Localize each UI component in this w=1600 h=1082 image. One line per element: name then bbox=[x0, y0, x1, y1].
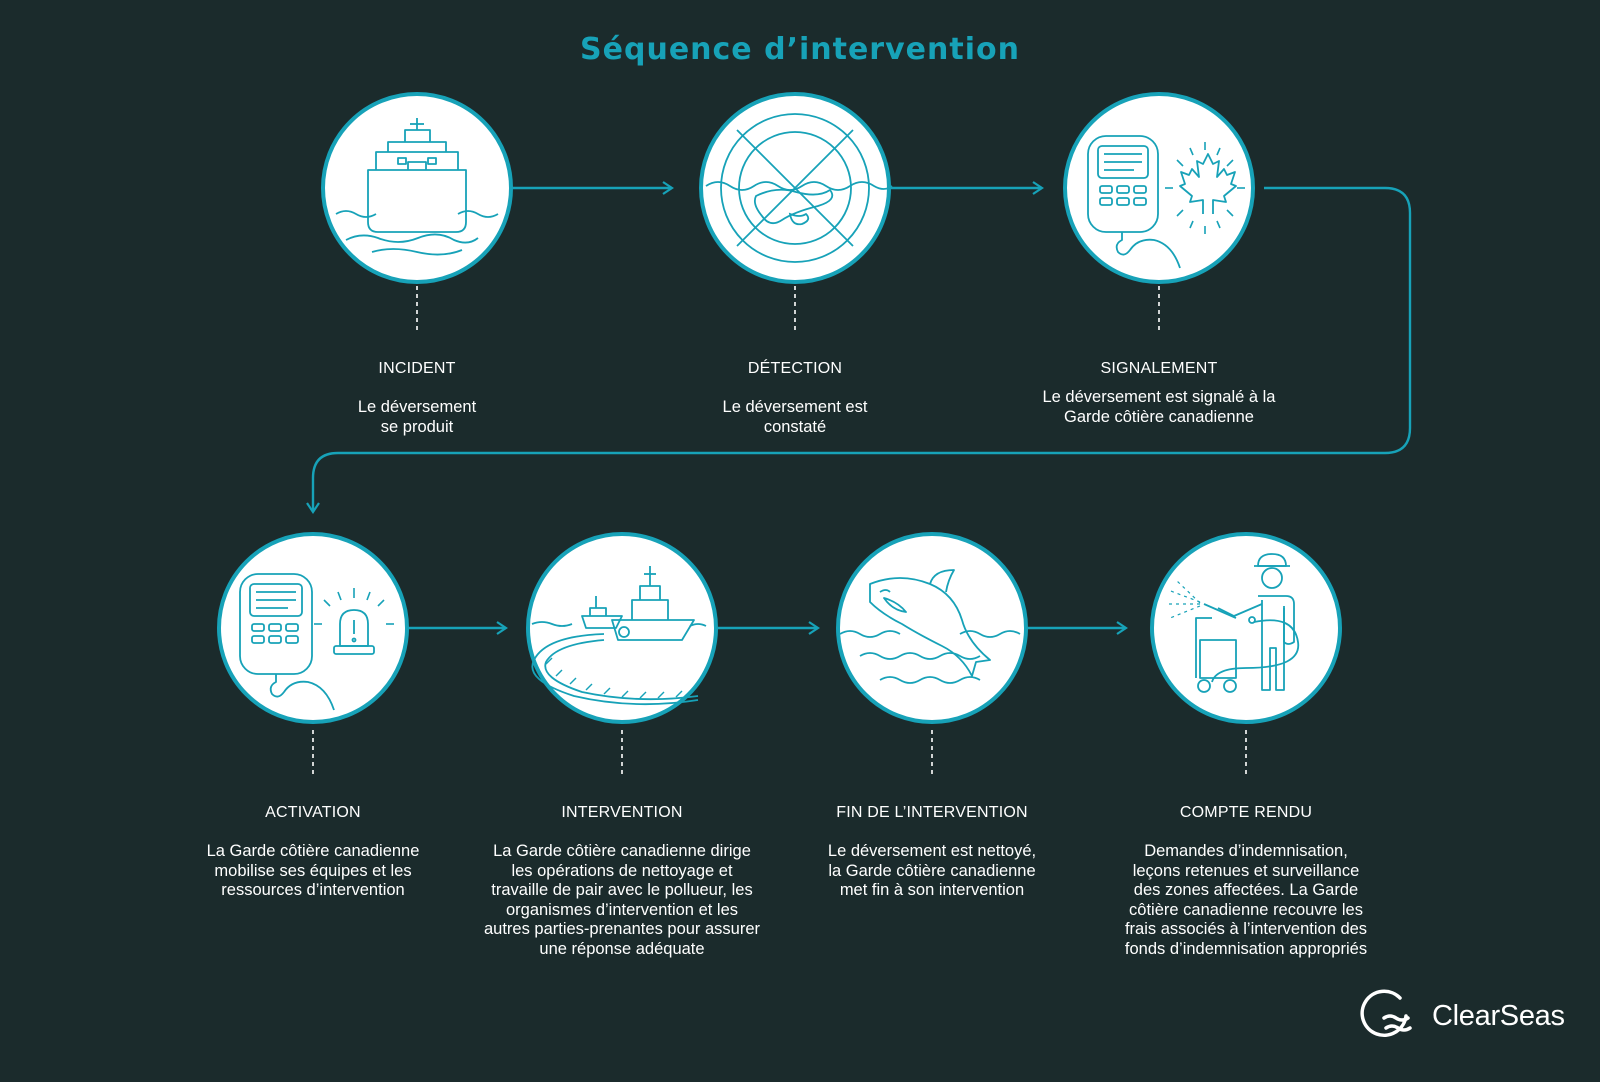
orca-jumping-icon bbox=[836, 532, 1028, 724]
step-description: Le déversement est constaté bbox=[722, 398, 868, 436]
brand-logo[interactable]: ClearSeas bbox=[1372, 992, 1572, 1048]
clearseas-logo-icon bbox=[1360, 989, 1412, 1037]
step-label: INCIDENT bbox=[378, 360, 456, 377]
step-description: Le déversement se produit bbox=[357, 398, 477, 436]
step-compte-rendu: COMPTE RENDU Demandes d’indemnisation, l… bbox=[1111, 804, 1381, 959]
step-fin-intervention: FIN DE L’INTERVENTION Le déversement est… bbox=[802, 804, 1062, 901]
arrow-signalement-activation bbox=[306, 186, 1412, 514]
step-description: La Garde côtière canadienne mobilise ses… bbox=[206, 842, 420, 899]
step-incident: INCIDENT Le déversement se produit bbox=[287, 360, 547, 437]
step-description: Le déversement est signalé à la Garde cô… bbox=[1042, 388, 1276, 426]
step-description: Demandes d’indemnisation, leçons retenue… bbox=[1124, 842, 1368, 958]
pressure-washer-worker-icon bbox=[1150, 532, 1342, 724]
vessels-boom-icon bbox=[526, 532, 718, 724]
step-detection: DÉTECTION Le déversement est constaté bbox=[665, 360, 925, 437]
step-label: COMPTE RENDU bbox=[1179, 804, 1313, 821]
brand-name: ClearSeas bbox=[1432, 1000, 1565, 1032]
step-signalement: SIGNALEMENT Le déversement est signalé à… bbox=[1029, 360, 1289, 427]
page-title: Séquence d’intervention bbox=[580, 32, 1020, 67]
step-description: Le déversement est nettoyé, la Garde côt… bbox=[827, 842, 1037, 899]
step-label: SIGNALEMENT bbox=[1100, 360, 1218, 377]
step-label: ACTIVATION bbox=[265, 804, 361, 821]
tanker-ship-spill-icon bbox=[321, 92, 513, 284]
step-label: INTERVENTION bbox=[561, 804, 683, 821]
step-activation: ACTIVATION La Garde côtière canadienne m… bbox=[183, 804, 443, 901]
step-label: DÉTECTION bbox=[747, 360, 843, 377]
step-description: La Garde côtière canadienne dirige les o… bbox=[483, 842, 761, 958]
spill-detection-icon bbox=[699, 92, 893, 284]
step-label: FIN DE L’INTERVENTION bbox=[836, 804, 1028, 821]
step-intervention: INTERVENTION La Garde côtière canadienne… bbox=[482, 804, 762, 959]
radio-maple-leaf-icon bbox=[1063, 92, 1255, 284]
radio-alert-light-icon bbox=[217, 532, 409, 724]
